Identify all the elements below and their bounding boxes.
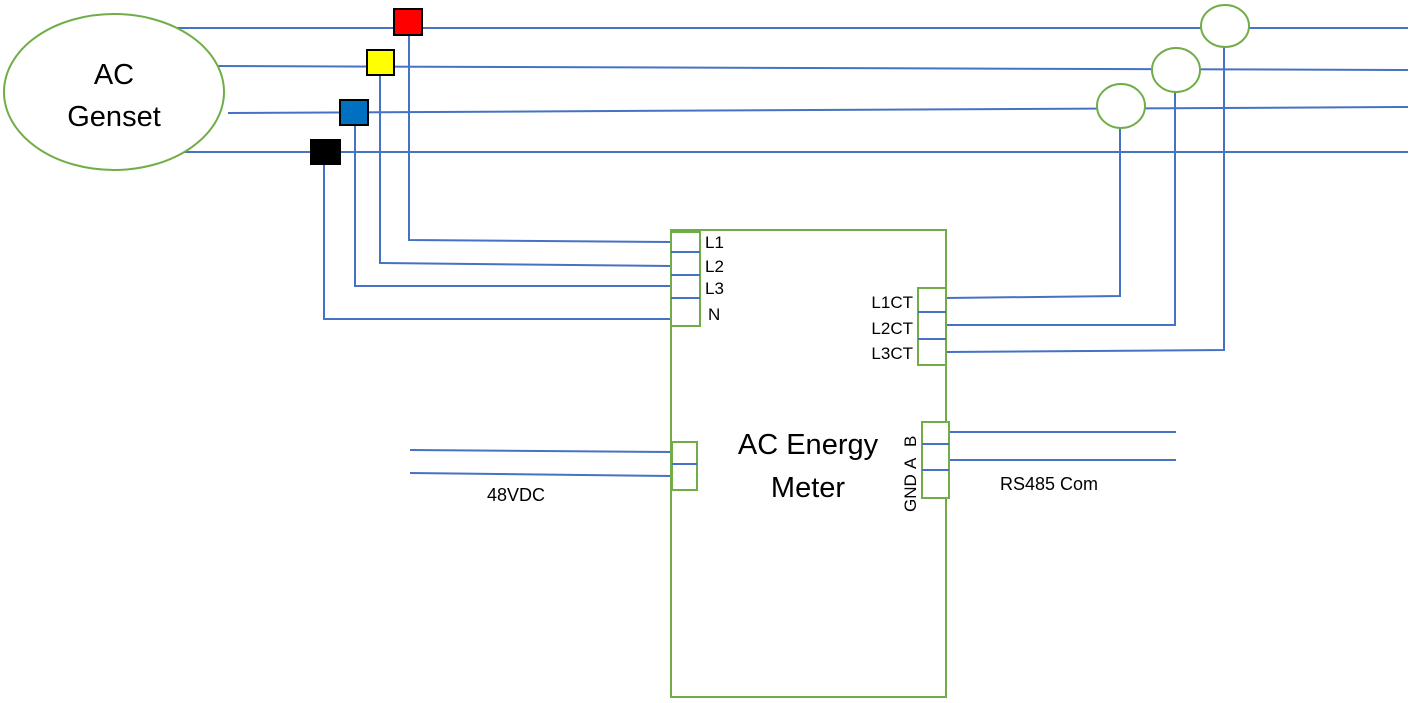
voltage-tap-wires [323,35,672,320]
terminal-label-l3: L3 [705,279,724,298]
phase-marker-l1 [393,8,423,36]
neutral-marker [310,139,341,165]
bus-line-l3 [227,106,1409,114]
power-terminal-frame [671,441,698,491]
power-wire-1 [409,449,673,453]
genset-ellipse [3,13,225,171]
wire-neutral [323,164,671,320]
meter-label-line1: AC Energy [738,429,879,461]
terminal-label-l1: L1 [705,233,724,252]
wire-l3ct [945,47,1225,353]
terminal-label-gnd: GND [901,474,920,512]
phase-marker-l3 [339,99,369,126]
wire-l1ct [945,128,1121,299]
power-terminal-block [671,441,698,491]
genset-label-line1: AC [94,59,134,91]
rs485-terminal-frame [921,421,950,499]
rs485-label: RS485 Com [1000,474,1098,494]
power-input-label: 48VDC [487,485,545,505]
terminal-label-l1ct: L1CT [871,293,913,312]
wire-l2ct [946,92,1176,326]
ct-l3 [1200,4,1250,48]
meter-label-line2: Meter [771,472,845,504]
terminal-label-l2ct: L2CT [871,319,913,338]
genset-label-line2: Genset [67,101,161,133]
wire-l1 [408,35,672,243]
ct-terminal-block [917,287,947,366]
ct-l1 [1096,83,1146,129]
rs485-wires [948,431,1176,461]
terminal-label-l3ct: L3CT [871,344,913,363]
terminal-label-a: A [901,457,920,469]
power-wire-2 [409,472,673,477]
voltage-terminal-frame [670,231,701,327]
current-transformers [1096,4,1250,129]
ct-l2 [1151,47,1201,93]
phase-marker-l2 [366,49,395,76]
power-wires [409,449,673,477]
ct-terminal-frame [917,287,947,366]
terminal-label-l2: L2 [705,257,724,276]
ct-wires [945,47,1225,353]
wire-l3 [354,125,671,287]
terminal-label-b: B [901,436,920,447]
wire-l2 [379,76,672,267]
terminal-label-n: N [708,305,720,324]
rs485-terminal-block [921,421,950,499]
voltage-terminal-block [670,231,701,327]
